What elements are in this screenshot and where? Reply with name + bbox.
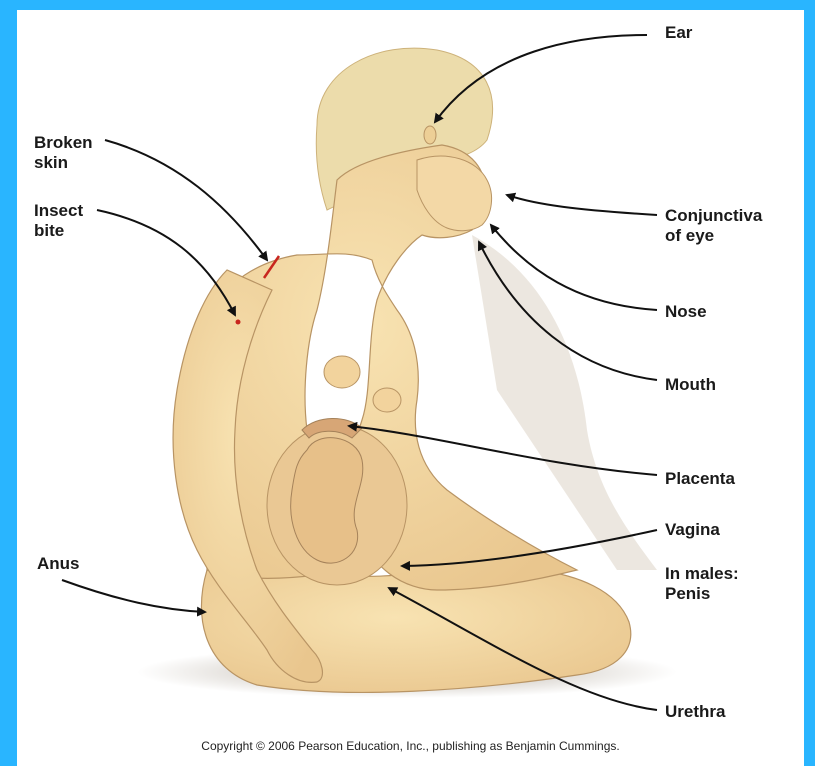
label-ear: Ear bbox=[665, 23, 692, 43]
label-placenta: Placenta bbox=[665, 469, 735, 489]
label-vagina: Vagina bbox=[665, 520, 720, 540]
insect-bite-mark bbox=[236, 320, 241, 325]
fetus bbox=[291, 438, 363, 563]
diagram-panel: Ear Broken skin Insect bite Conjunctiva … bbox=[17, 10, 804, 766]
breast-left bbox=[324, 356, 360, 388]
breast-right bbox=[373, 388, 401, 412]
label-broken-skin: Broken skin bbox=[34, 133, 93, 173]
arrow-broken-skin bbox=[105, 140, 267, 260]
label-insect-bite: Insect bite bbox=[34, 201, 83, 241]
label-conjunctiva: Conjunctiva of eye bbox=[665, 206, 762, 246]
arrow-anus bbox=[62, 580, 205, 612]
label-mouth: Mouth bbox=[665, 375, 716, 395]
label-anus: Anus bbox=[37, 554, 80, 574]
label-urethra: Urethra bbox=[665, 702, 725, 722]
label-in-males: In males: Penis bbox=[665, 564, 739, 604]
arrow-conjunctiva bbox=[507, 195, 657, 215]
ear-shape bbox=[424, 126, 436, 144]
copyright-notice: Copyright © 2006 Pearson Education, Inc.… bbox=[17, 739, 804, 753]
label-nose: Nose bbox=[665, 302, 707, 322]
